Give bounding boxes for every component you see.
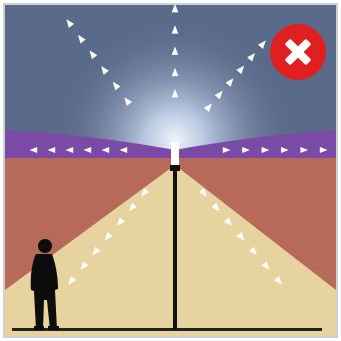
lamp-head [170, 165, 180, 171]
lamp-pole [173, 168, 177, 330]
incorrect-badge [270, 24, 326, 80]
lamp-bulb [171, 142, 179, 165]
